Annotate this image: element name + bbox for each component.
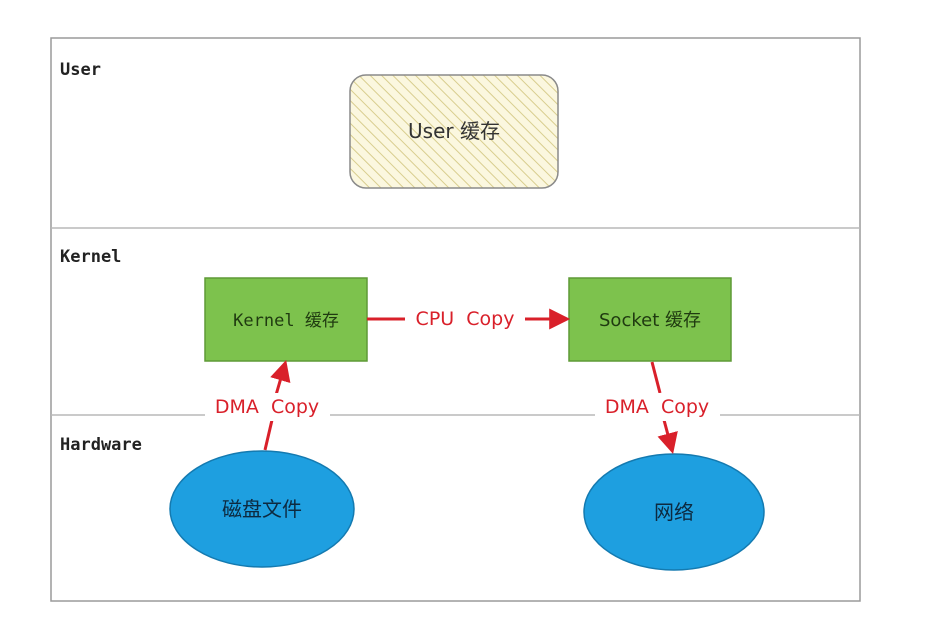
kernel-buffer-label: Kernel 缓存 [233, 311, 339, 331]
dma-copy-right-arrow-top [650, 361, 662, 394]
layer-label-user: User [60, 60, 101, 80]
dma-copy-left-arrow [270, 359, 291, 396]
user-buffer-label: User 缓存 [408, 119, 500, 143]
socket-buffer-label: Socket 缓存 [599, 310, 701, 331]
layer-label-hardware: Hardware [60, 435, 142, 455]
dma-copy-right-arrow [657, 419, 678, 455]
socket-buffer-box [568, 277, 732, 362]
disk-file-node [169, 450, 355, 568]
cpu-copy-label: CPU Copy [416, 308, 515, 330]
dma-copy-left-label: DMA Copy [215, 396, 319, 418]
dma-copy-right-label: DMA Copy [605, 396, 709, 418]
network-label: 网络 [654, 500, 694, 524]
dma-copy-right-label-bg [595, 393, 720, 421]
dma-copy-left-arrow-bottom [263, 419, 274, 451]
dma-copy-left-label-bg [205, 393, 330, 421]
disk-file-label: 磁盘文件 [222, 497, 302, 521]
user-buffer-box [349, 74, 559, 189]
layer-label-kernel: Kernel [60, 247, 121, 267]
